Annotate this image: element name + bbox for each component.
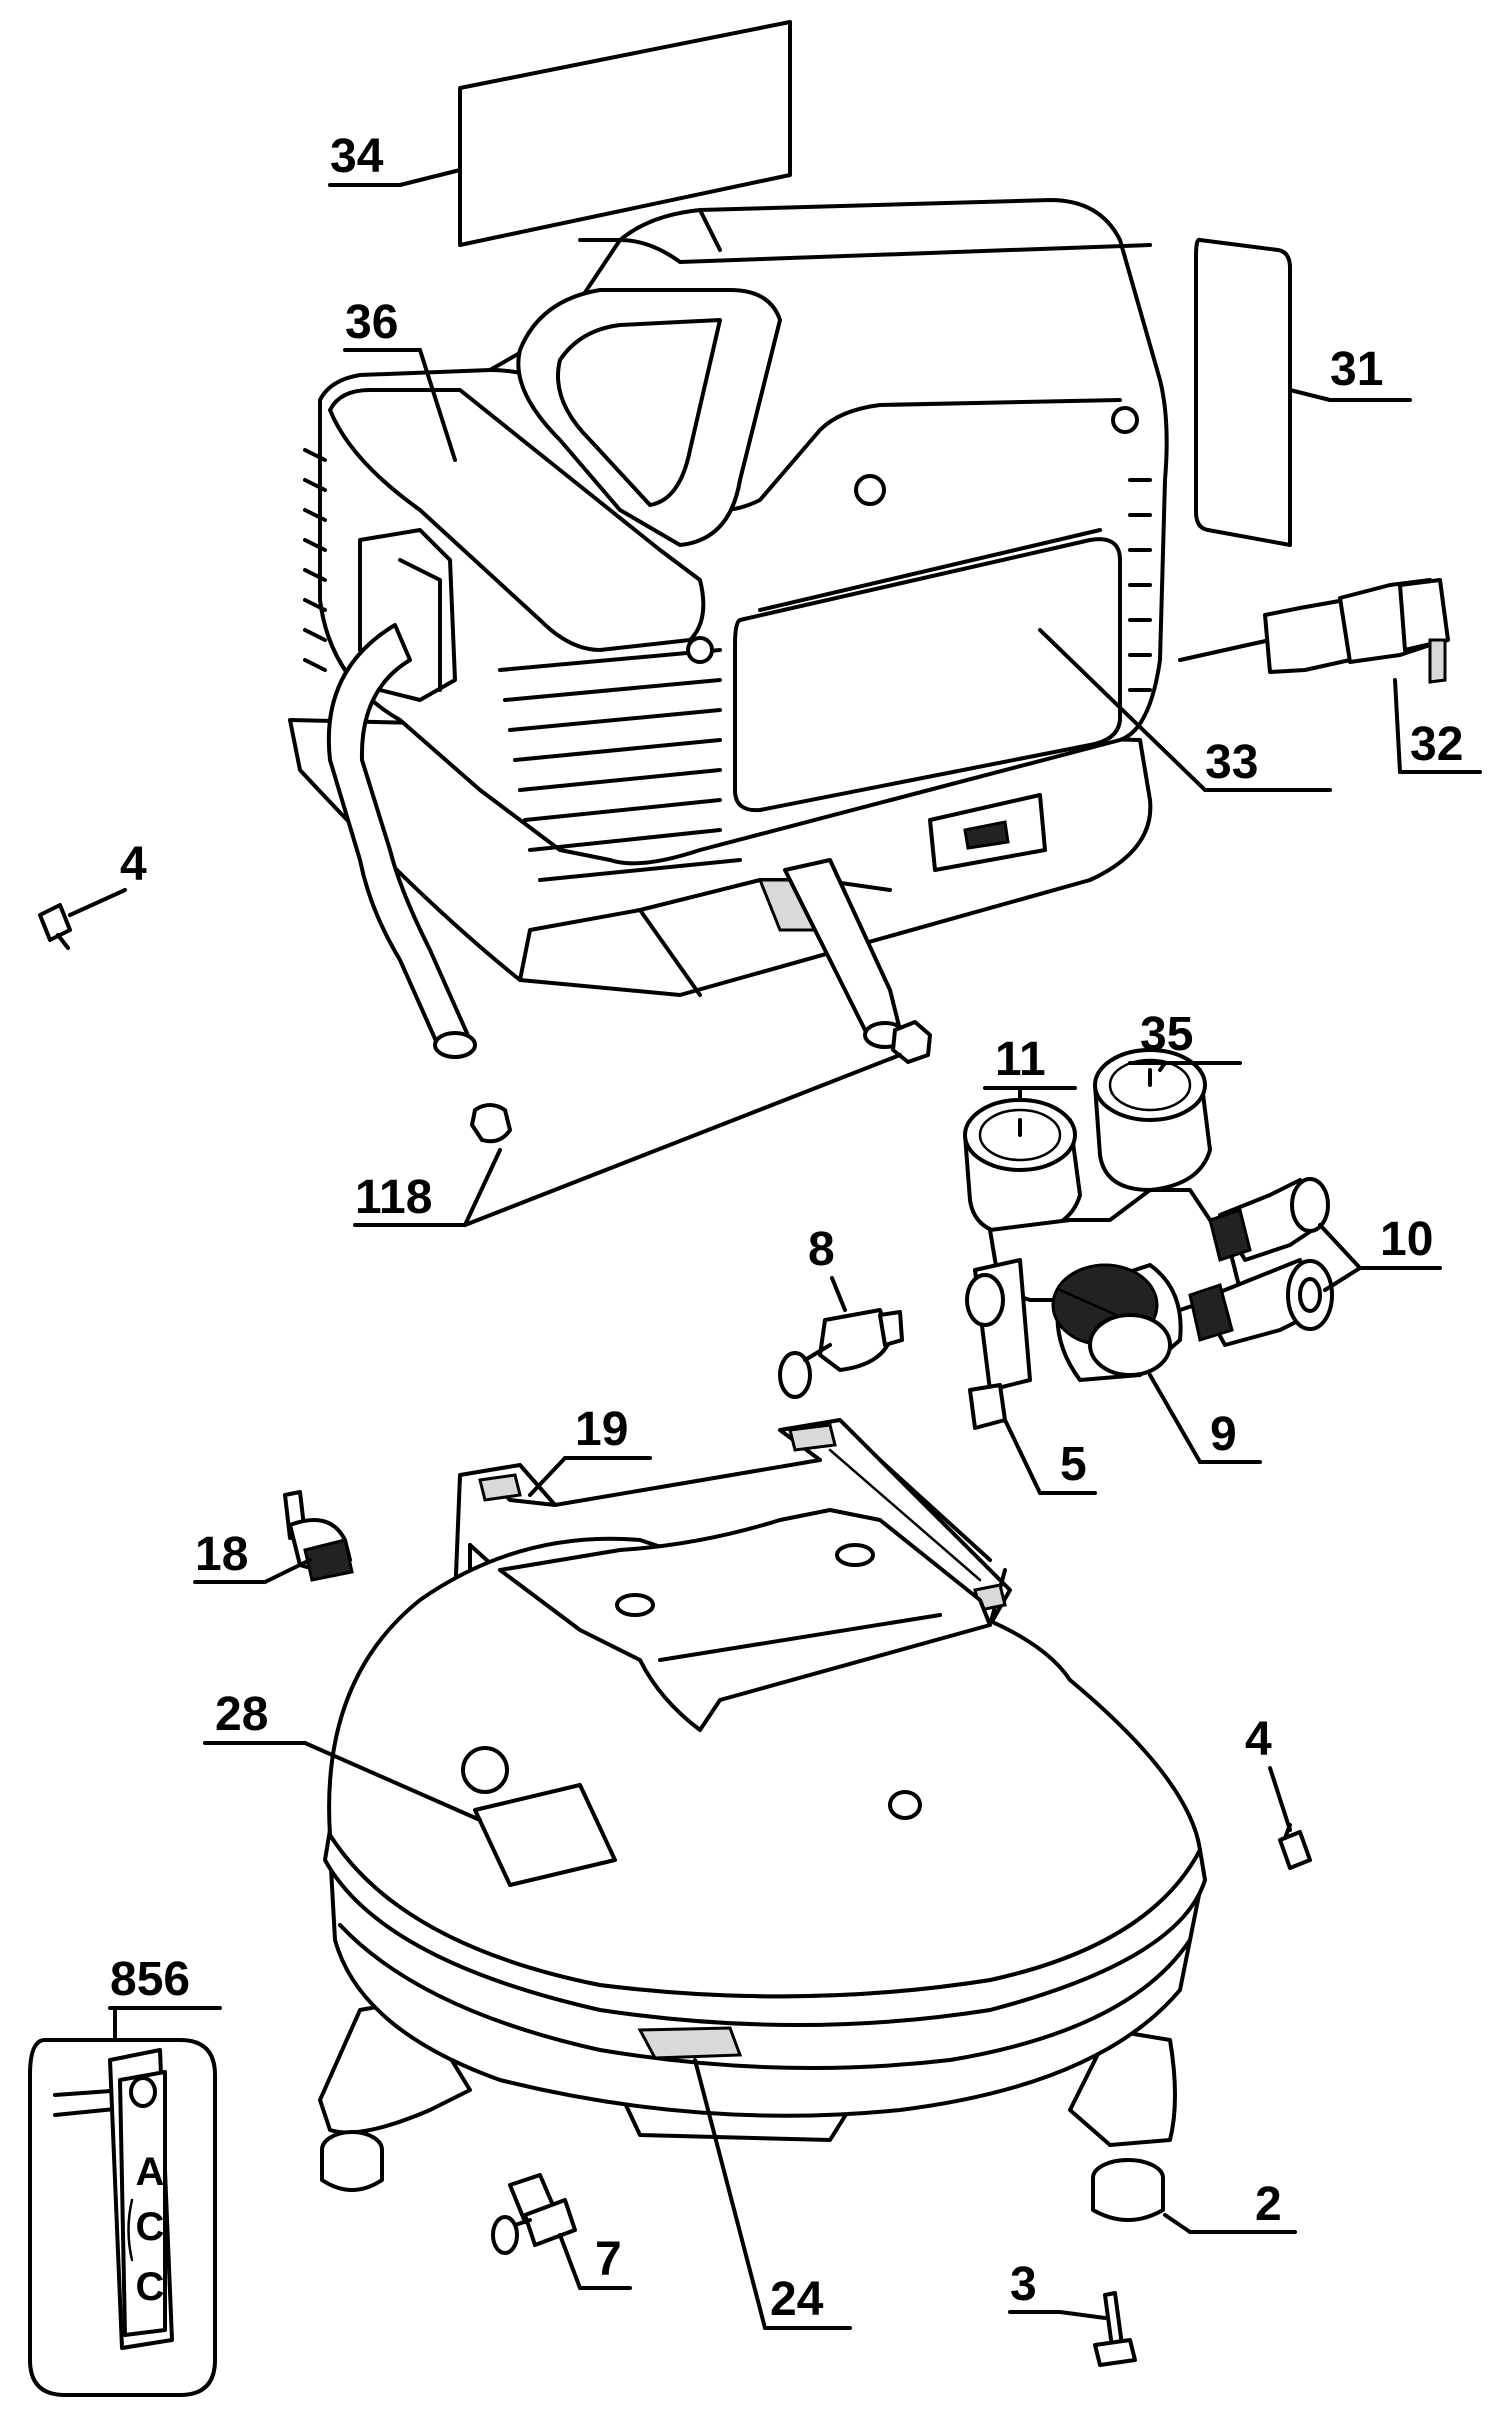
- callout-118: 118: [353, 1053, 902, 1227]
- callout-10-number: 10: [1380, 1213, 1433, 1266]
- callout-4-upper: 4: [68, 838, 147, 917]
- callout-3: 3: [1008, 2258, 1107, 2320]
- callout-35-number: 35: [1140, 1008, 1193, 1061]
- callout-31: 31: [1288, 343, 1412, 402]
- shroud-assembly: [288, 198, 1169, 997]
- callout-7: 7: [558, 2233, 632, 2290]
- callout-24: 24: [693, 2058, 852, 2330]
- callout-3-number: 3: [1010, 2258, 1037, 2311]
- part-856-tag-detail: A C C: [28, 2038, 217, 2397]
- callout-35: 35: [1128, 1008, 1242, 1072]
- callout-34: 34: [328, 130, 462, 187]
- callout-33: 33: [1038, 628, 1332, 792]
- part-4-screw-right: [1278, 1823, 1312, 1870]
- callout-5-number: 5: [1060, 1438, 1087, 1491]
- callout-18-number: 18: [195, 1528, 248, 1581]
- part-34-label-sticker: [458, 20, 792, 247]
- callout-19-number: 19: [575, 1403, 628, 1456]
- callout-36: 36: [343, 296, 457, 462]
- callout-9-number: 9: [1210, 1408, 1237, 1461]
- part-118-nuts: [470, 1020, 932, 1144]
- part-7-check-valve: [491, 2173, 577, 2255]
- callout-8-number: 8: [808, 1223, 835, 1276]
- tag-text-line3: C: [136, 2265, 165, 2309]
- callout-31-number: 31: [1330, 343, 1383, 396]
- callout-32-number: 32: [1410, 718, 1463, 771]
- callout-9: 9: [1148, 1373, 1262, 1464]
- callout-36-number: 36: [345, 296, 398, 349]
- callout-28: 28: [203, 1688, 482, 1822]
- part-31-label-sticker: [1194, 237, 1292, 547]
- right-vents: [1128, 478, 1152, 692]
- callout-11: 11: [983, 1033, 1077, 1102]
- callout-28-number: 28: [215, 1688, 268, 1741]
- part-32-power-cord: [1178, 578, 1450, 684]
- callout-5: 5: [1003, 1418, 1097, 1495]
- regulator-manifold: [963, 1048, 1334, 1430]
- part-4-screw-upper: [38, 903, 72, 950]
- part-3-screw: [1093, 2291, 1137, 2367]
- callout-10: 10: [1318, 1213, 1442, 1292]
- callout-18: 18: [193, 1528, 312, 1584]
- pancake-tank: [318, 1508, 1207, 2222]
- callout-4-upper-number: 4: [120, 838, 147, 891]
- part-8-safety-valve: [778, 1308, 904, 1399]
- callout-24-number: 24: [770, 2273, 824, 2326]
- callout-34-number: 34: [330, 130, 384, 183]
- callout-118-number: 118: [355, 1171, 432, 1224]
- callout-4-right: 4: [1245, 1713, 1292, 1832]
- callout-2-number: 2: [1255, 2178, 1282, 2231]
- callout-856-number: 856: [110, 1953, 190, 2006]
- callout-2: 2: [1163, 2178, 1297, 2234]
- front-vents: [498, 648, 742, 882]
- callout-32: 32: [1393, 678, 1482, 774]
- callout-8: 8: [808, 1223, 847, 1312]
- callout-7-number: 7: [595, 2233, 622, 2286]
- callout-19: 19: [528, 1403, 652, 1497]
- callout-11-number: 11: [995, 1033, 1046, 1086]
- callout-856: 856: [108, 1953, 222, 2042]
- part-18-fitting: [283, 1490, 354, 1582]
- tag-text-line1: A: [136, 2150, 165, 2194]
- tag-text-line2: C: [136, 2205, 165, 2249]
- callout-33-number: 33: [1205, 736, 1258, 789]
- left-vents: [303, 448, 327, 672]
- callout-4-right-number: 4: [1245, 1713, 1272, 1766]
